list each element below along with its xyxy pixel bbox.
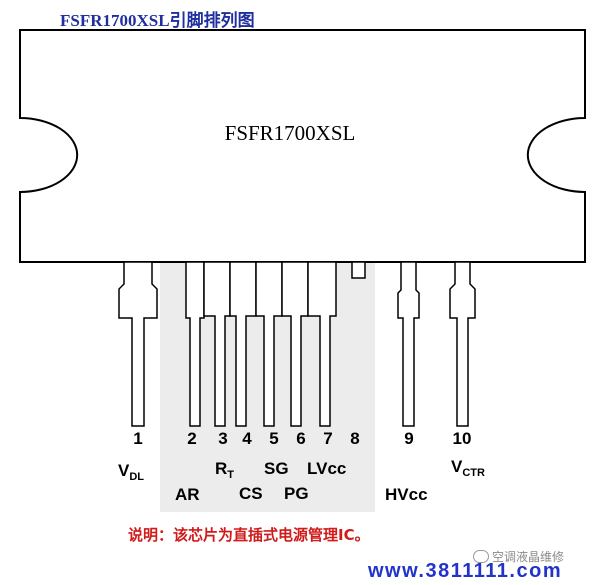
pin-label-5: SG (264, 459, 289, 478)
pin-label-3: RT (215, 459, 234, 481)
pin-numbers: 1 2 3 4 5 6 7 8 9 10 (133, 429, 471, 448)
pin-number: 9 (404, 429, 413, 448)
pin-label-10: VCTR (451, 457, 485, 479)
pin-label-main: V (118, 461, 130, 480)
pin-label-7: LVcc (307, 459, 346, 478)
pin-number: 1 (133, 429, 142, 448)
lead-7 (307, 261, 337, 427)
pin-label-main: R (215, 459, 227, 478)
pin-label-sub: T (227, 469, 234, 481)
pin-number: 4 (242, 429, 252, 448)
lead-10 (449, 261, 476, 427)
pin-number: 8 (350, 429, 359, 448)
pin-labels: VDL AR RT CS SG PG LVcc HVcc VCTR (118, 457, 485, 504)
pin-number: 7 (323, 429, 332, 448)
wechat-watermark: 空调液晶维修 (473, 548, 564, 565)
lead-1 (118, 261, 158, 427)
lead-9 (397, 261, 420, 427)
website-url: www.3811111.com (368, 560, 563, 582)
pin-number: 10 (453, 429, 472, 448)
wechat-account: 空调液晶维修 (492, 550, 565, 564)
pin-number: 6 (296, 429, 305, 448)
lead-8-stub (351, 261, 366, 279)
chip-body (19, 29, 586, 263)
pin-number: 3 (218, 429, 227, 448)
diagram-title: FSFR1700XSL引脚排列图 (60, 11, 255, 30)
pin-label-main: V (451, 457, 463, 476)
pin-label-sub: CTR (462, 467, 485, 479)
pin-label-1: VDL (118, 461, 144, 483)
pin-number: 2 (187, 429, 196, 448)
pin-label-2: AR (175, 485, 200, 504)
pin-label-6: PG (284, 484, 309, 503)
wechat-icon (473, 550, 489, 563)
chip-label: FSFR1700XSL (225, 121, 356, 145)
pin-label-9: HVcc (385, 485, 428, 504)
pin-label-sub: DL (129, 471, 144, 483)
pin-label-4: CS (239, 484, 263, 503)
description-note: 说明：该芯片为直插式电源管理IC。 (128, 526, 370, 544)
leads (118, 261, 476, 427)
pin-number: 5 (269, 429, 278, 448)
